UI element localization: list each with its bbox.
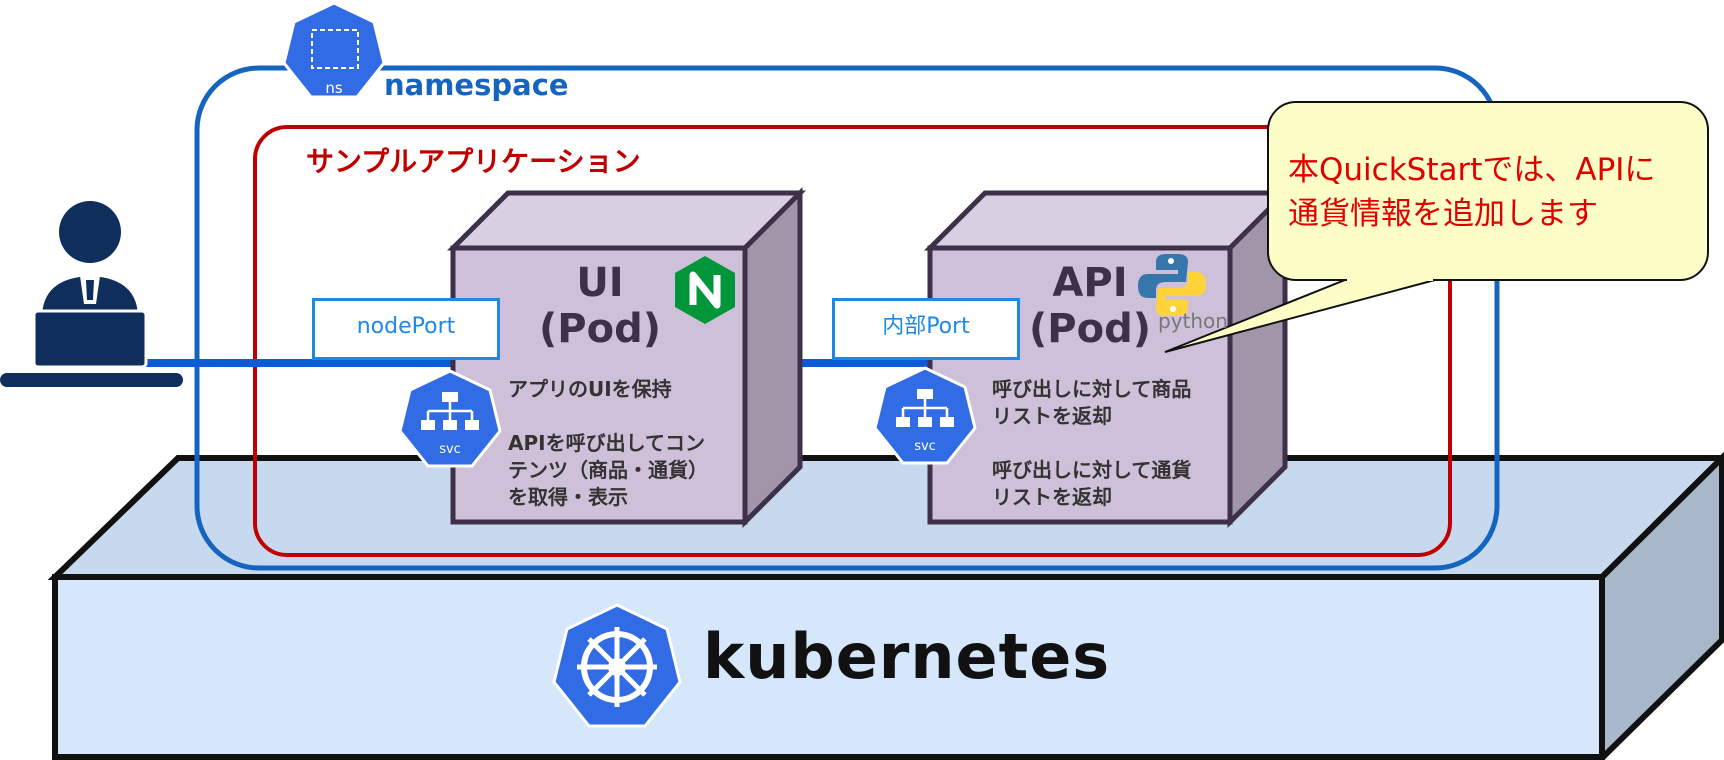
api-svc-label: svc: [914, 439, 936, 454]
api-pod-cube: [923, 186, 1292, 529]
python-label: python: [1158, 309, 1228, 333]
api-pod-kind: (Pod): [1029, 306, 1151, 352]
nginx-icon: [675, 256, 735, 324]
kubernetes-platform: [47, 451, 1724, 760]
callout-line: 通貨情報を追加します: [1288, 196, 1598, 232]
application-boundary: [253, 125, 1452, 557]
api-desc-line: 呼び出しに対して商品: [992, 377, 1192, 401]
api-desc-line: リストを返却: [992, 404, 1112, 428]
namespace-title: namespace: [384, 68, 569, 102]
ui-desc-line: を取得・表示: [508, 485, 628, 509]
ui-pod-name: UI: [576, 260, 624, 306]
namespace-icon-label: ns: [325, 79, 343, 97]
api-pod-name: API: [1052, 260, 1128, 306]
namespace-boundary: [194, 65, 1500, 571]
namespace-icon: [282, 1, 386, 99]
ui-pod-description: アプリのUIを保持 APIを呼び出してコン テンツ（商品・通貨） を取得・表示: [508, 376, 708, 511]
ui-pod-title: UI (Pod): [515, 260, 685, 352]
ui-desc-line: アプリのUIを保持: [508, 377, 672, 401]
kubernetes-icon: [552, 603, 682, 728]
ui-desc-line: APIを呼び出してコン: [508, 431, 705, 455]
ui-desc-line: テンツ（商品・通貨）: [508, 458, 708, 482]
service-icon: [873, 366, 977, 465]
callout-line: 本QuickStartでは、APIに: [1288, 152, 1656, 188]
nodeport-label: nodePort: [312, 298, 500, 360]
ui-svc-label: svc: [439, 442, 461, 457]
ui-pod-cube: [446, 186, 807, 529]
service-icon: [398, 369, 502, 468]
ui-pod-kind: (Pod): [539, 306, 661, 352]
api-pod-description: 呼び出しに対して商品 リストを返却 呼び出しに対して通貨 リストを返却: [992, 376, 1191, 511]
python-icon: [1138, 254, 1206, 316]
application-title: サンプルアプリケーション: [306, 145, 641, 178]
internal-port-label: 内部Port: [832, 298, 1020, 360]
callout-text: 本QuickStartでは、APIに 通貨情報を追加します: [1288, 148, 1655, 236]
api-desc-line: リストを返却: [992, 485, 1112, 509]
api-desc-line: 呼び出しに対して通貨: [992, 458, 1192, 482]
callout-bubble: [1164, 101, 1709, 353]
kubernetes-label: kubernetes: [703, 620, 1111, 693]
api-pod-title: API (Pod): [1005, 260, 1175, 352]
person-at-laptop-icon: [0, 201, 183, 387]
